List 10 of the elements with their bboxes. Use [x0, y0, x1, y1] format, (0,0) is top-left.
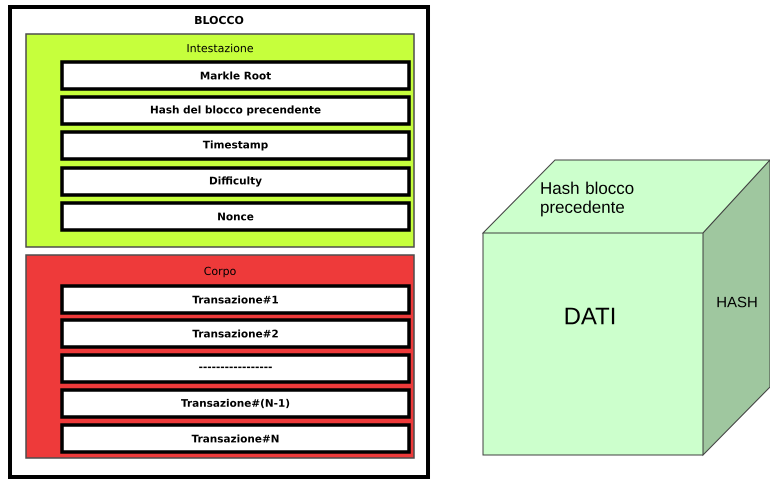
field-box: -----------------: [60, 353, 411, 384]
field-box: Hash del blocco precendente: [60, 95, 411, 126]
field-box: Transazione#N: [60, 423, 411, 454]
field-box: Difficulty: [60, 166, 411, 197]
field-box: Nonce: [60, 201, 411, 232]
field-box: Timestamp: [60, 130, 411, 161]
field-box: Transazione#2: [60, 318, 411, 349]
field-box: Transazione#(N-1): [60, 388, 411, 419]
field-box: Transazione#1: [60, 284, 411, 315]
field-box: Markle Root: [60, 60, 411, 91]
